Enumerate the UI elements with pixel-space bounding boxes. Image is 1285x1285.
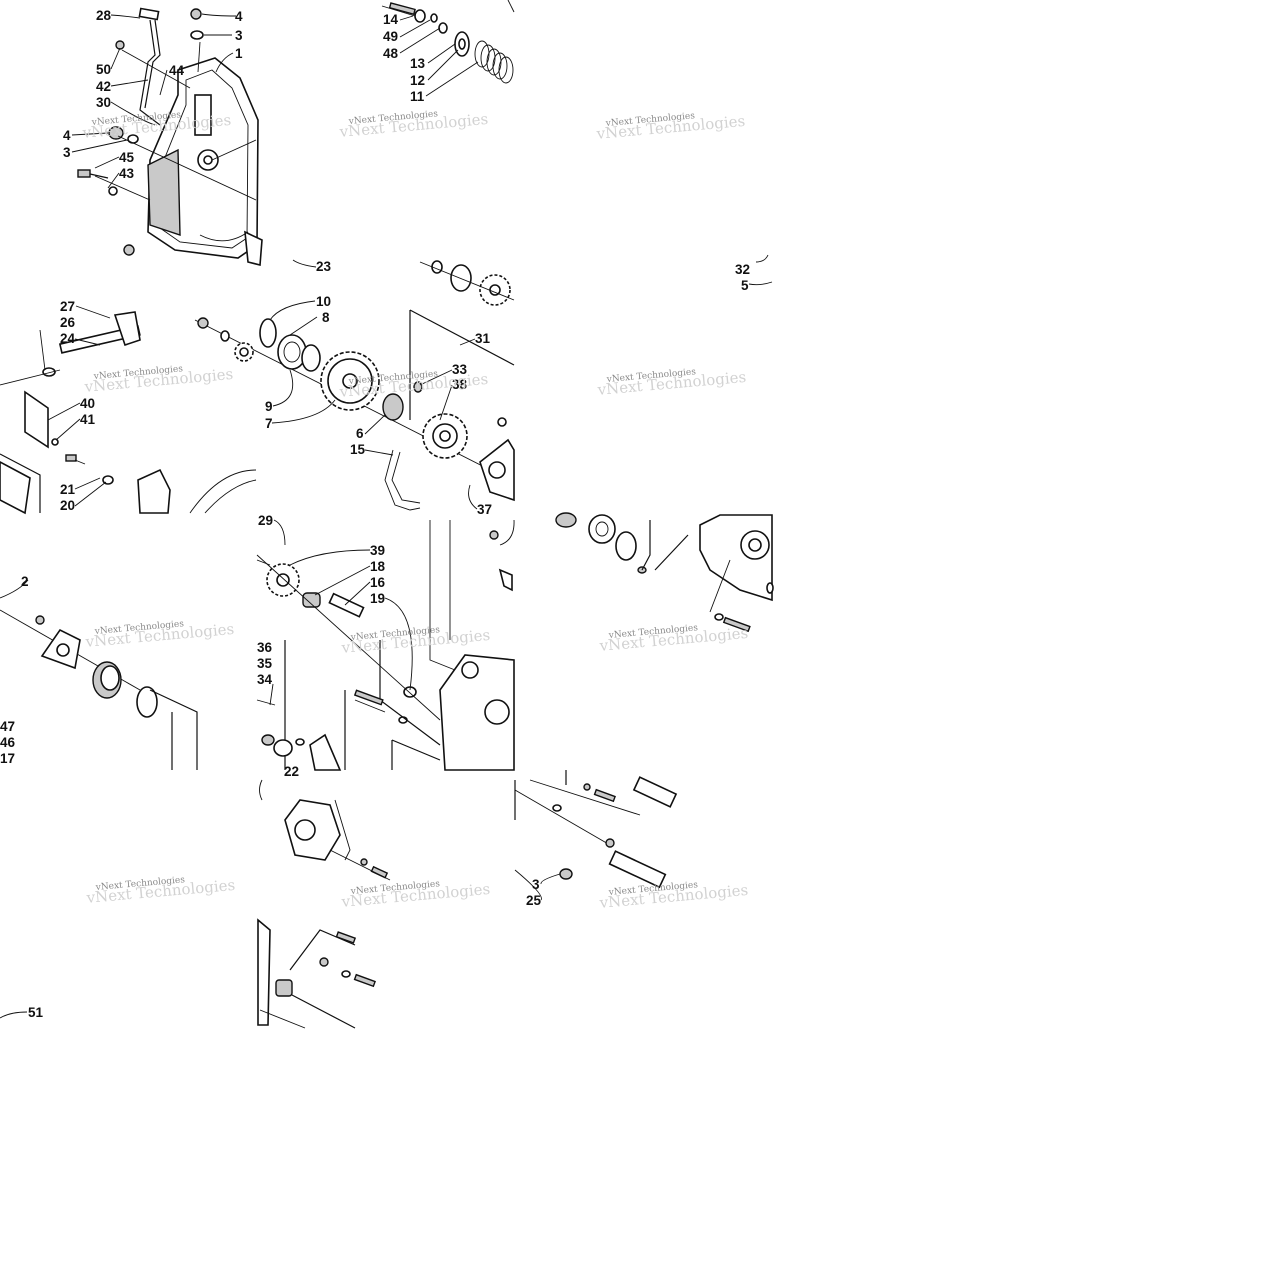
bearing-flange-2 bbox=[0, 609, 198, 770]
callout-46: 46 bbox=[0, 735, 16, 750]
callout-3b: 3 bbox=[63, 145, 71, 160]
callout-labels: 28 4 3 1 50 44 42 30 4 3 45 43 14 49 48 … bbox=[0, 8, 750, 1020]
callout-21: 21 bbox=[60, 482, 76, 497]
callout-22: 22 bbox=[284, 764, 299, 779]
callout-43: 43 bbox=[119, 166, 135, 181]
callout-40: 40 bbox=[80, 396, 95, 411]
callout-50: 50 bbox=[96, 62, 111, 77]
callout-31: 31 bbox=[475, 331, 491, 346]
callout-25: 25 bbox=[526, 893, 542, 908]
callout-14: 14 bbox=[383, 12, 399, 27]
gear-shaft-assembly bbox=[194, 317, 515, 511]
callout-19: 19 bbox=[370, 591, 385, 606]
callout-24: 24 bbox=[60, 331, 76, 346]
callout-3c: 3 bbox=[532, 877, 540, 892]
lower-fasteners-tile8 bbox=[257, 918, 376, 1029]
callout-11: 11 bbox=[410, 89, 425, 104]
callout-51: 51 bbox=[28, 1005, 44, 1020]
callout-26: 26 bbox=[60, 315, 76, 330]
chaincase-cover bbox=[147, 57, 263, 267]
callout-29: 29 bbox=[258, 513, 273, 528]
callout-9: 9 bbox=[265, 399, 273, 414]
callout-33: 33 bbox=[452, 362, 468, 377]
callout-34: 34 bbox=[257, 672, 273, 687]
callout-42: 42 bbox=[96, 79, 111, 94]
callout-20: 20 bbox=[60, 498, 75, 513]
shaft-24 bbox=[0, 311, 141, 386]
callout-1: 1 bbox=[235, 46, 243, 61]
callout-36: 36 bbox=[257, 640, 273, 655]
shafts-tile9 bbox=[514, 770, 678, 889]
callout-48: 48 bbox=[383, 46, 399, 61]
bracket-tile5 bbox=[489, 519, 515, 592]
callout-27: 27 bbox=[60, 299, 75, 314]
callout-3: 3 bbox=[235, 28, 243, 43]
callout-49: 49 bbox=[383, 29, 398, 44]
housing-tile6 bbox=[555, 512, 774, 633]
callout-30: 30 bbox=[96, 95, 111, 110]
fasteners-tile1 bbox=[77, 8, 204, 256]
callout-7: 7 bbox=[265, 416, 273, 431]
callout-6: 6 bbox=[356, 426, 364, 441]
callout-39: 39 bbox=[370, 543, 385, 558]
callout-5: 5 bbox=[741, 278, 749, 293]
callout-23: 23 bbox=[316, 259, 332, 274]
lower-left-tile5 bbox=[256, 640, 386, 771]
callout-47: 47 bbox=[0, 719, 15, 734]
callout-8: 8 bbox=[322, 310, 330, 325]
callout-17: 17 bbox=[0, 751, 15, 766]
bracket-42 bbox=[138, 7, 161, 126]
callout-4: 4 bbox=[235, 9, 243, 24]
callout-leaders bbox=[0, 13, 773, 1019]
sprocket-39 bbox=[256, 554, 441, 724]
callout-18: 18 bbox=[370, 559, 386, 574]
callout-44: 44 bbox=[169, 63, 185, 78]
callout-13: 13 bbox=[410, 56, 426, 71]
axis-lines-tile1 bbox=[94, 41, 257, 201]
callout-12: 12 bbox=[410, 73, 425, 88]
callout-28: 28 bbox=[96, 8, 112, 23]
plate-40 bbox=[0, 390, 257, 515]
callout-10: 10 bbox=[316, 294, 331, 309]
callout-35: 35 bbox=[257, 656, 273, 671]
callout-2: 2 bbox=[21, 574, 29, 589]
callout-32: 32 bbox=[735, 262, 750, 277]
lower-housing-tile8 bbox=[259, 779, 391, 881]
callout-37: 37 bbox=[477, 502, 492, 517]
callout-15: 15 bbox=[350, 442, 366, 457]
callout-45: 45 bbox=[119, 150, 135, 165]
callout-4b: 4 bbox=[63, 128, 71, 143]
spring-stack bbox=[381, 0, 515, 84]
callout-38: 38 bbox=[452, 377, 468, 392]
callout-16: 16 bbox=[370, 575, 386, 590]
top-gears-tile2 bbox=[409, 260, 515, 420]
callout-41: 41 bbox=[80, 412, 96, 427]
